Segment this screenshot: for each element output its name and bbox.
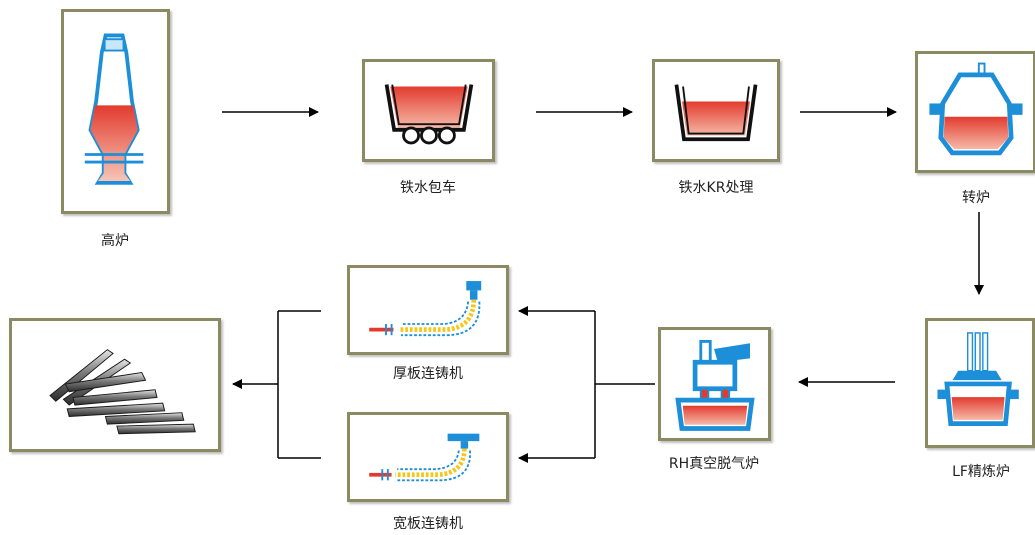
kr-treatment-label: 铁水KR处理 bbox=[678, 180, 754, 196]
converter-icon bbox=[929, 62, 1023, 156]
rh-degasser-node bbox=[658, 327, 771, 441]
thick-slab-caster-node bbox=[347, 265, 509, 355]
ladle-car-label: 铁水包车 bbox=[400, 180, 456, 196]
lf-furnace-node bbox=[925, 318, 1035, 448]
rh-degasser-label: RH真空脱气炉 bbox=[668, 456, 760, 472]
wide-slab-caster-icon bbox=[369, 433, 480, 482]
ladle-car-icon bbox=[384, 84, 474, 145]
blast-furnace-node bbox=[61, 9, 170, 214]
rh-degasser-icon bbox=[675, 339, 755, 431]
wide-slab-caster-node bbox=[347, 412, 509, 502]
converter-label: 转炉 bbox=[962, 190, 990, 206]
thick-slab-caster-label: 厚板连铸机 bbox=[393, 366, 463, 382]
arrow-rh-to-casters bbox=[518, 306, 655, 463]
converter-node bbox=[915, 51, 1035, 173]
kr-ladle-icon bbox=[674, 84, 758, 142]
arrow-casters-to-slabs bbox=[232, 310, 321, 459]
kr-treatment-node bbox=[652, 59, 780, 162]
thick-slab-caster-icon bbox=[369, 281, 482, 337]
blast-furnace-label: 高炉 bbox=[101, 233, 129, 249]
wide-slab-caster-label: 宽板连铸机 bbox=[393, 516, 463, 532]
lf-furnace-icon bbox=[937, 332, 1019, 427]
blast-furnace-icon bbox=[84, 33, 144, 185]
steel-slabs-node bbox=[9, 318, 221, 452]
ladle-car-node bbox=[362, 59, 495, 162]
steel-slabs-icon bbox=[49, 349, 196, 435]
lf-furnace-label: LF精炼炉 bbox=[952, 464, 1010, 480]
